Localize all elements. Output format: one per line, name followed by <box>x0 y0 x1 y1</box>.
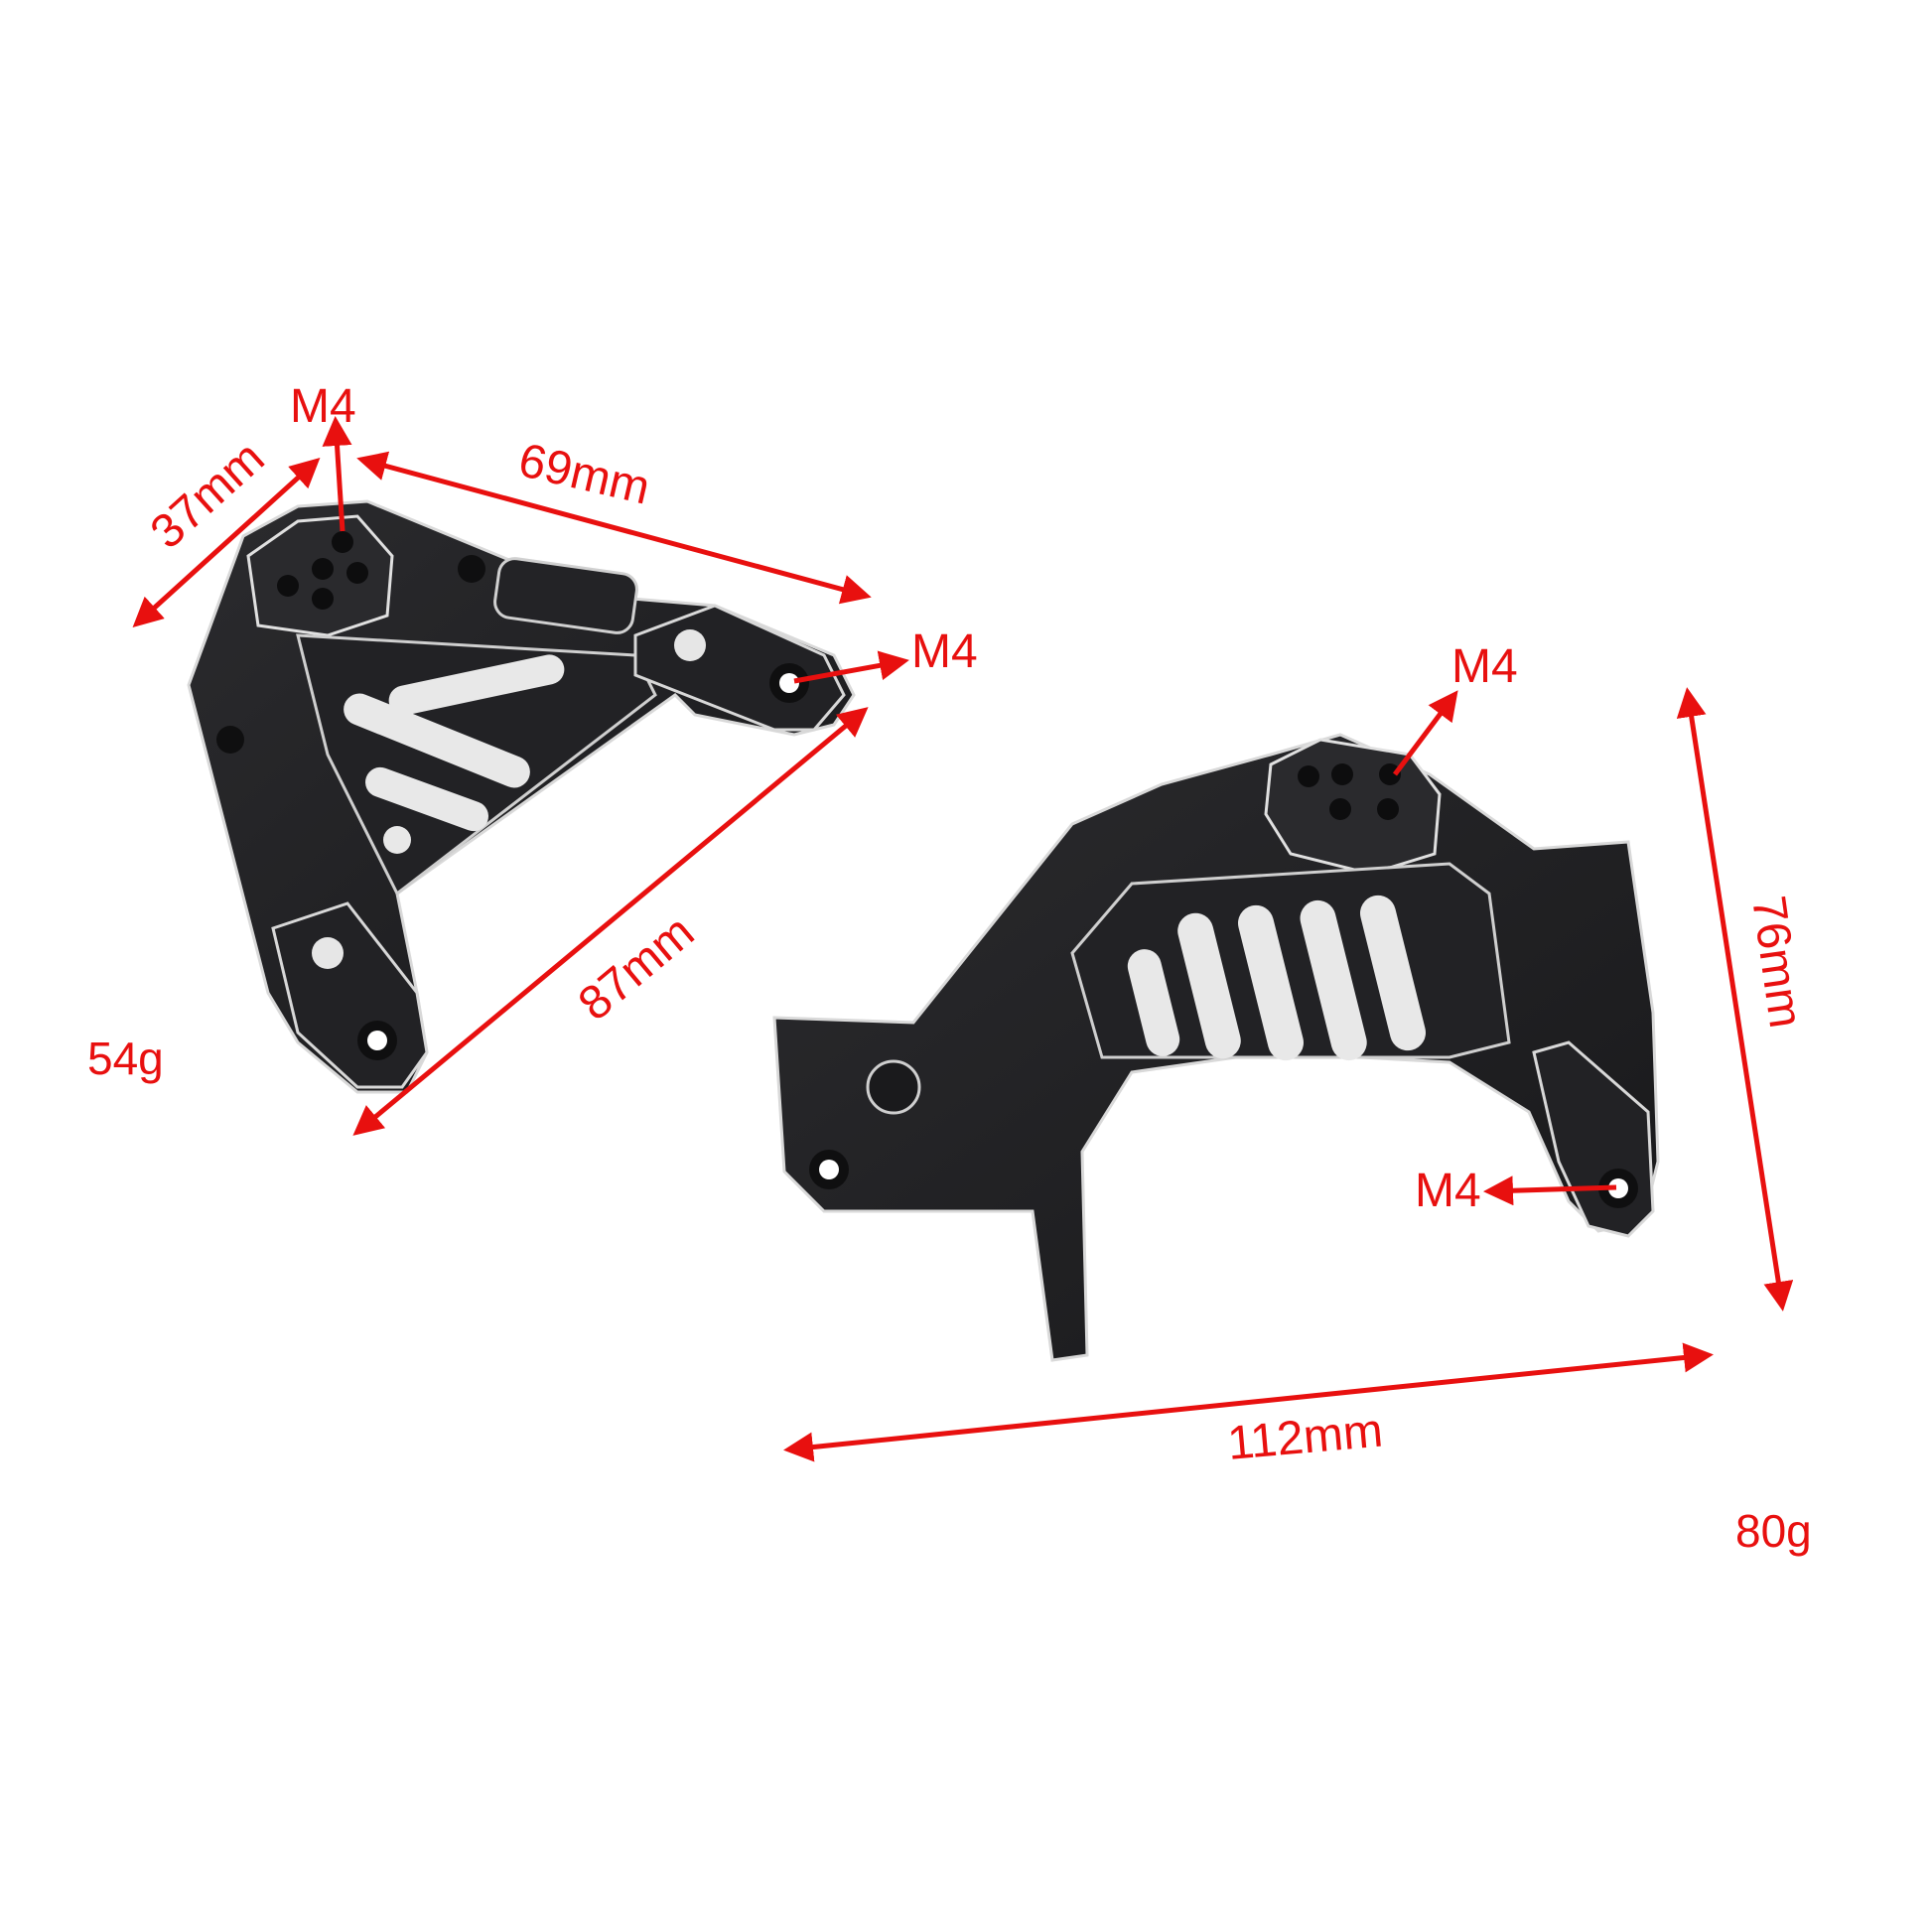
right-m4-top-label: M4 <box>1451 640 1518 693</box>
left-annotations <box>132 416 909 1136</box>
left-weight-label: 54g <box>87 1033 164 1084</box>
right-shock-bracket <box>772 733 1660 1362</box>
right-width-label: 112mm <box>1225 1405 1385 1470</box>
right-height-label: 76mm <box>1741 893 1812 1031</box>
left-m4-top-label: M4 <box>290 380 356 433</box>
left-m4-right-label: M4 <box>911 625 978 678</box>
left-diagonal-label: 87mm <box>569 905 704 1031</box>
right-weight-label: 80g <box>1735 1505 1812 1557</box>
right-m4-bottom-label: M4 <box>1415 1165 1481 1217</box>
left-shock-bracket <box>187 499 856 1094</box>
right-annotations <box>783 687 1794 1462</box>
left-width-long-label: 69mm <box>514 434 655 515</box>
